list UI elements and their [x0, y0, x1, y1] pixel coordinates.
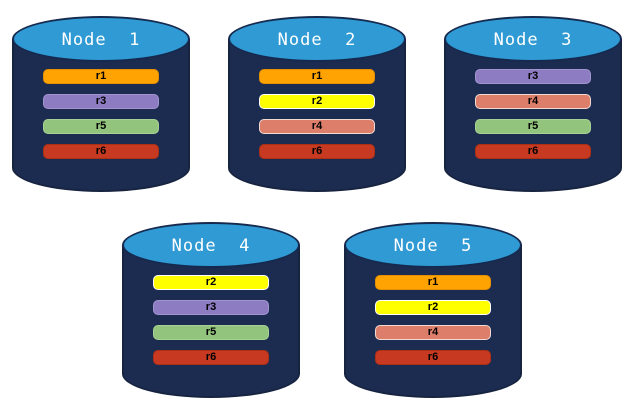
- replica-list: r1 r2 r4 r6: [375, 275, 491, 365]
- replica-bar-r6: r6: [43, 144, 159, 159]
- replica-bar-r2: r2: [375, 300, 491, 315]
- replica-bar-r1: r1: [375, 275, 491, 290]
- replica-label: r1: [427, 276, 439, 288]
- cylinder-top-ellipse: Node 1: [12, 16, 190, 62]
- replica-label: r1: [311, 70, 323, 82]
- replica-bar-r5: r5: [475, 119, 591, 134]
- replica-bar-r2: r2: [259, 94, 375, 109]
- replica-bar-r6: r6: [475, 144, 591, 159]
- cylinder-body: [344, 245, 522, 398]
- replica-label: r6: [427, 351, 439, 363]
- replica-label: r2: [311, 95, 323, 107]
- cylinder-body: [444, 39, 622, 192]
- cylinder-body: [122, 245, 300, 398]
- replica-label: r5: [205, 326, 217, 338]
- replica-label: r5: [527, 120, 539, 132]
- replica-bar-r5: r5: [153, 325, 269, 340]
- replica-label: r2: [205, 276, 217, 288]
- replica-label: r3: [527, 70, 539, 82]
- replica-bar-r4: r4: [375, 325, 491, 340]
- database-node-2: Node 2 r1 r2 r4 r6: [228, 16, 406, 194]
- replica-label: r3: [95, 95, 107, 107]
- cylinder-top-ellipse: Node 4: [122, 222, 300, 268]
- replica-label: r6: [527, 145, 539, 157]
- replica-bar-r6: r6: [153, 350, 269, 365]
- database-node-4: Node 4 r2 r3 r5 r6: [122, 222, 300, 400]
- node-title: Node 5: [393, 236, 473, 256]
- replica-label: r4: [527, 95, 539, 107]
- database-node-5: Node 5 r1 r2 r4 r6: [344, 222, 522, 400]
- replica-label: r6: [95, 145, 107, 157]
- replica-bar-r4: r4: [259, 119, 375, 134]
- replica-label: r4: [311, 120, 323, 132]
- replica-list: r1 r2 r4 r6: [259, 69, 375, 159]
- node-title: Node 2: [277, 30, 357, 50]
- cylinder-body: [228, 39, 406, 192]
- replica-bar-r6: r6: [259, 144, 375, 159]
- replica-bar-r1: r1: [43, 69, 159, 84]
- cylinder-top-ellipse: Node 5: [344, 222, 522, 268]
- replica-list: r2 r3 r5 r6: [153, 275, 269, 365]
- replica-label: r4: [427, 326, 439, 338]
- replica-bar-r3: r3: [475, 69, 591, 84]
- replica-list: r1 r3 r5 r6: [43, 69, 159, 159]
- replica-bar-r6: r6: [375, 350, 491, 365]
- replica-bar-r3: r3: [43, 94, 159, 109]
- replica-label: r6: [205, 351, 217, 363]
- cylinder-top-ellipse: Node 3: [444, 16, 622, 62]
- replica-label: r3: [205, 301, 217, 313]
- node-title: Node 1: [61, 30, 141, 50]
- database-node-3: Node 3 r3 r4 r5 r6: [444, 16, 622, 194]
- replica-bar-r3: r3: [153, 300, 269, 315]
- cylinder-top-ellipse: Node 2: [228, 16, 406, 62]
- replica-bar-r1: r1: [259, 69, 375, 84]
- database-node-1: Node 1 r1 r3 r5 r6: [12, 16, 190, 194]
- replica-bar-r5: r5: [43, 119, 159, 134]
- replica-bar-r4: r4: [475, 94, 591, 109]
- node-title: Node 4: [171, 236, 251, 256]
- replica-bar-r2: r2: [153, 275, 269, 290]
- replica-label: r2: [427, 301, 439, 313]
- node-title: Node 3: [493, 30, 573, 50]
- replica-label: r1: [95, 70, 107, 82]
- replica-label: r6: [311, 145, 323, 157]
- replica-label: r5: [95, 120, 107, 132]
- replica-list: r3 r4 r5 r6: [475, 69, 591, 159]
